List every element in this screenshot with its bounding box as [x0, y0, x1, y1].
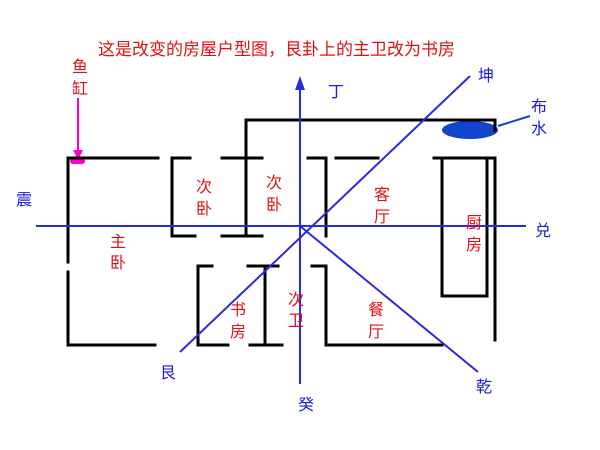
direction-axes [36, 75, 526, 384]
second-bathroom-label-2: 卫 [288, 311, 304, 330]
water-pointer-line [497, 115, 531, 127]
gen-kun-axis [179, 75, 471, 353]
direction-ding: 丁 [328, 82, 344, 101]
kitchen-label-2: 房 [466, 235, 482, 254]
study-label-2: 房 [230, 322, 246, 341]
fish-tank-label-1: 鱼 [72, 57, 88, 76]
fish-tank-arrowhead [73, 150, 83, 160]
second-bedroom-1-label-1: 次 [196, 177, 212, 196]
walls [66, 118, 497, 347]
direction-gui: 癸 [298, 395, 314, 414]
wall-top-step [244, 118, 497, 160]
dining-room-label-1: 餐 [368, 300, 384, 319]
study-label-1: 书 [230, 300, 246, 319]
direction-dui: 兑 [535, 221, 551, 240]
direction-labels: 丁 坤 震 兑 艮 癸 乾 [16, 66, 551, 414]
qian-axis [299, 225, 479, 373]
north-arrowhead [295, 76, 305, 90]
dining-room-label-2: 厅 [368, 322, 384, 341]
master-bedroom-label-1: 主 [110, 232, 126, 251]
fish-tank-label-2: 缸 [72, 79, 88, 98]
diagram-title: 这是改变的房屋户型图，艮卦上的主卫改为书房 [98, 40, 455, 60]
wall-outer-top-left [66, 156, 160, 264]
water-feature-label-2: 水 [531, 119, 547, 138]
living-room-label-2: 厅 [374, 207, 390, 226]
direction-kun: 坤 [478, 66, 494, 85]
master-bedroom-label-2: 卧 [110, 253, 126, 272]
living-room-label-1: 客 [374, 185, 390, 204]
room-labels: 主 卧 次 卧 次 卧 客 厅 厨 房 书 房 次 卫 餐 厅 鱼 缸 布 水 [72, 57, 547, 341]
second-bedroom-2-label-1: 次 [266, 173, 282, 192]
direction-zhen: 震 [16, 190, 32, 209]
second-bedroom-2-label-2: 卧 [266, 195, 282, 214]
second-bathroom-label-1: 次 [288, 290, 304, 309]
direction-qian: 乾 [476, 377, 492, 396]
kitchen-label-1: 厨 [466, 213, 482, 232]
water-blob [442, 121, 498, 139]
direction-gen: 艮 [160, 363, 176, 382]
second-bedroom-1-label-2: 卧 [196, 199, 212, 218]
water-feature-label-1: 布 [531, 97, 547, 116]
